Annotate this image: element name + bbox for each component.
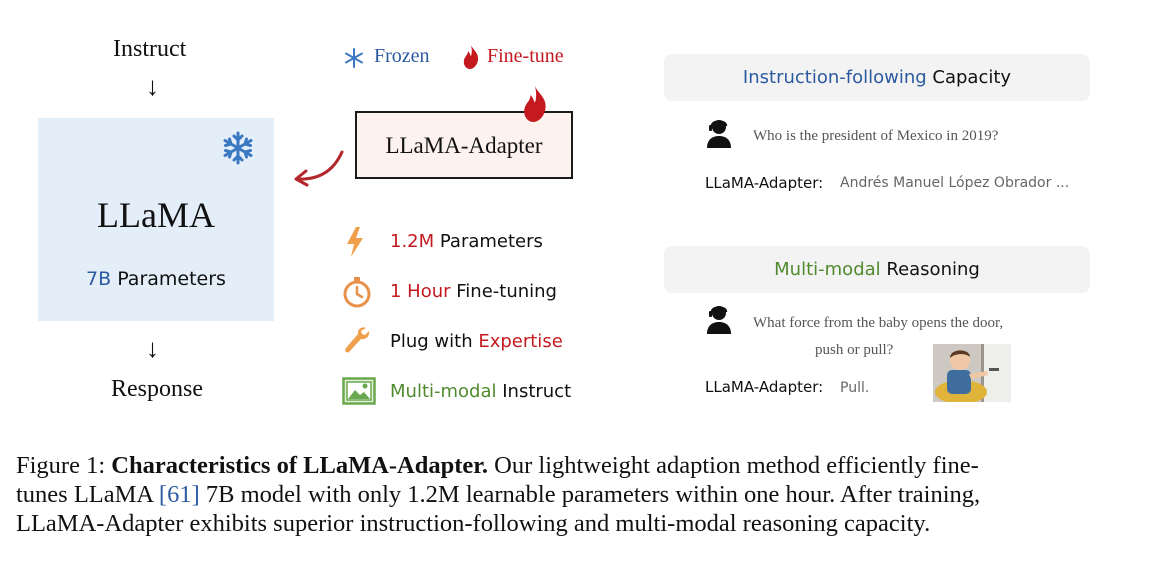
question-text: What force from the baby opens the door, (753, 315, 1004, 331)
feature-parameters: 1.2M Parameters (390, 231, 543, 252)
feature-text: Instruct (496, 381, 572, 402)
answer-text: Pull. (840, 380, 870, 396)
question-text: Who is the president of Mexico in 2019? (753, 128, 999, 144)
snowflake-icon (345, 48, 363, 68)
response-label: Response (111, 376, 203, 402)
llama-params: 7B Parameters (38, 268, 274, 290)
feature-multimodal: Multi-modal Instruct (390, 381, 571, 402)
user-icon (707, 306, 731, 334)
panel-highlight: Multi-modal (774, 259, 881, 280)
answer-label: LLaMA-Adapter: (705, 174, 824, 192)
instruct-label: Instruct (113, 36, 187, 62)
arrow-down-icon: ↓ (146, 334, 159, 363)
feature-text: Fine-tuning (450, 281, 557, 302)
panel-highlight: Instruction-following (742, 67, 927, 88)
panel-title: Capacity (926, 67, 1012, 88)
curved-arrow-icon (294, 150, 344, 187)
citation-link[interactable]: [61] (158, 481, 200, 508)
caption-text: Our lightweight adaption method efficien… (488, 452, 979, 479)
answer-label: LLaMA-Adapter: (705, 378, 824, 396)
feature-text: Plug with (390, 331, 479, 352)
llama-title: LLaMA (97, 195, 215, 235)
feature-plug: Plug with Expertise (390, 331, 563, 352)
panel-header-instruction: Instruction-following Capacity (664, 54, 1090, 101)
adapter-box: LLaMA-Adapter (355, 111, 573, 179)
caption-line: tunes LLaMA [61] 7B model with only 1.2M… (16, 480, 1136, 509)
image-icon (342, 377, 376, 405)
caption-prefix: Figure 1: (16, 452, 112, 479)
legend-frozen: Frozen (374, 45, 430, 67)
feature-highlight: 1.2M (390, 231, 435, 252)
panel-header-multimodal: Multi-modal Reasoning (664, 246, 1090, 293)
feature-finetuning: 1 Hour Fine-tuning (390, 281, 557, 302)
user-icon (707, 120, 731, 148)
flame-icon (524, 86, 546, 122)
feature-highlight: Multi-modal (390, 381, 497, 402)
lightning-icon (347, 227, 363, 257)
arrow-down-icon: ↓ (146, 72, 159, 101)
flame-icon (463, 45, 479, 69)
feature-highlight: 1 Hour (390, 281, 451, 302)
answer-text: Andrés Manuel López Obrador ... (840, 175, 1070, 191)
legend-finetune: Fine-tune (487, 45, 564, 67)
panel-title: Reasoning (880, 259, 980, 280)
feature-text: Parameters (434, 231, 543, 252)
caption-text: tunes LLaMA (16, 481, 159, 508)
params-label: Parameters (111, 268, 226, 290)
caption-title: Characteristics of LLaMA-Adapter. (111, 452, 489, 479)
baby-door-photo (933, 344, 1011, 402)
question-text: push or pull? (815, 342, 894, 358)
caption-line: Figure 1: Characteristics of LLaMA-Adapt… (16, 451, 1136, 480)
caption-line: LLaMA-Adapter exhibits superior instruct… (16, 510, 931, 537)
figure-caption: Figure 1: Characteristics of LLaMA-Adapt… (16, 451, 1136, 538)
snowflake-icon (223, 131, 253, 165)
wrench-icon (345, 327, 370, 353)
feature-highlight: Expertise (478, 331, 563, 352)
llama-box: LLaMA 7B Parameters (38, 118, 274, 321)
caption-text: 7B model with only 1.2M learnable parame… (199, 481, 981, 508)
adapter-label: LLaMA-Adapter (385, 133, 543, 158)
params-number: 7B (86, 268, 112, 290)
stopwatch-icon (343, 277, 371, 308)
